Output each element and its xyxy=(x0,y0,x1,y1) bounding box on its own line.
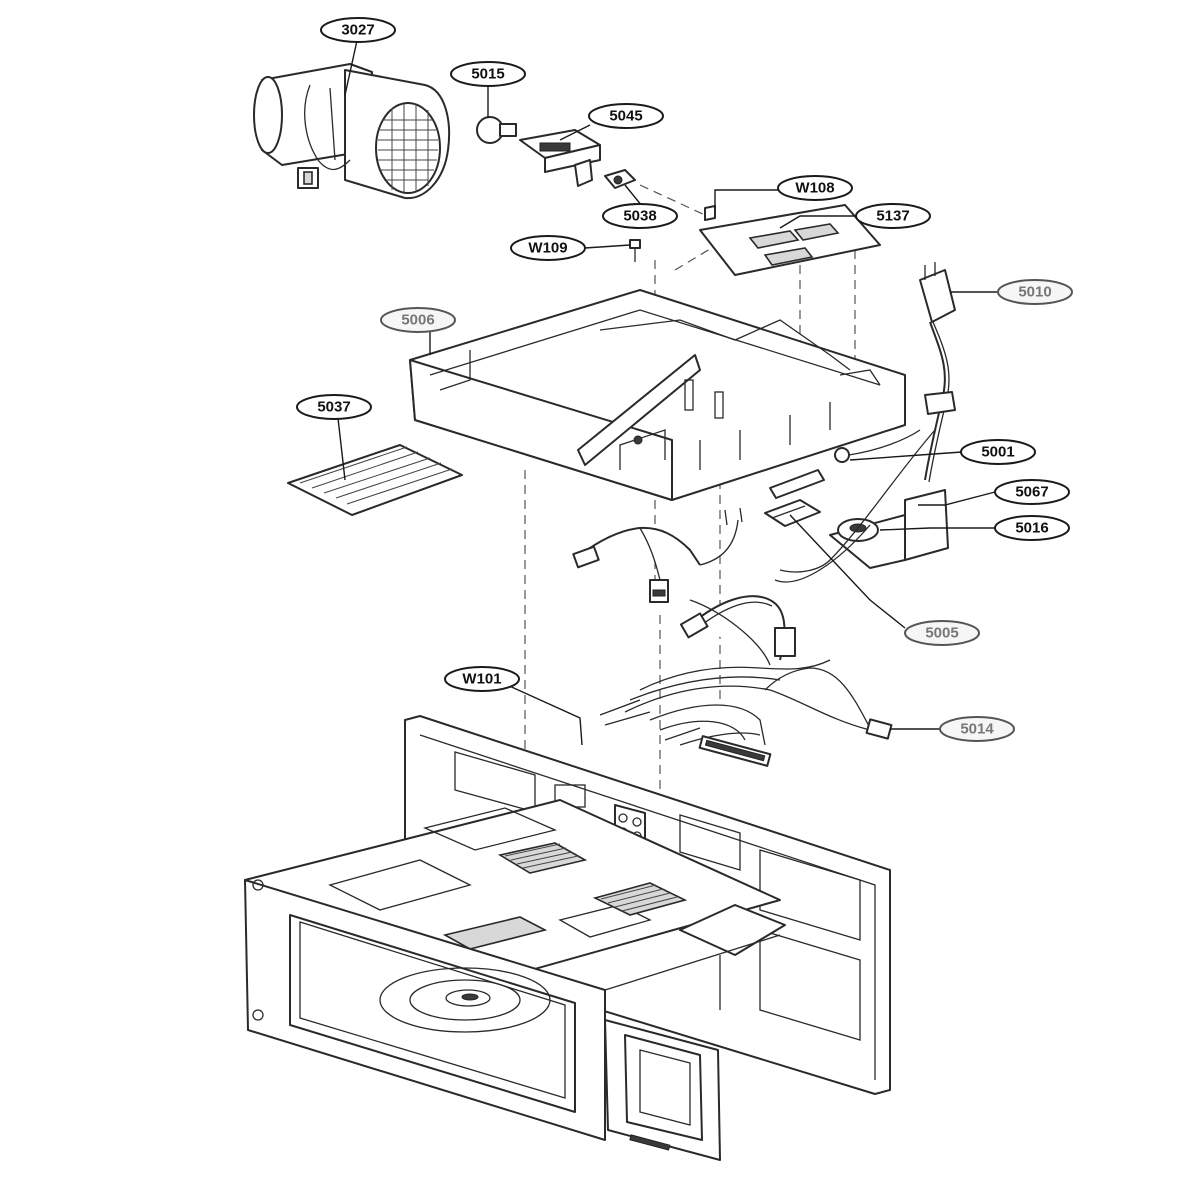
screw-w109-part xyxy=(629,239,641,262)
relay-bracket-part xyxy=(829,489,949,569)
callout-label: 5137 xyxy=(876,208,909,225)
callout-5001: 5001 xyxy=(960,439,1036,465)
callout-W109: W109 xyxy=(510,235,586,261)
callout-5015: 5015 xyxy=(450,61,526,87)
callout-5037: 5037 xyxy=(296,394,372,420)
callout-label: 5067 xyxy=(1015,484,1048,501)
callout-label: 5006 xyxy=(401,312,434,329)
screw-w108-part xyxy=(704,205,716,221)
callout-label: 5037 xyxy=(317,399,350,416)
callout-5045: 5045 xyxy=(588,103,664,129)
callout-5067: 5067 xyxy=(994,479,1070,505)
callout-label: 5010 xyxy=(1018,284,1051,301)
callout-3027: 3027 xyxy=(320,17,396,43)
callout-5010: 5010 xyxy=(997,279,1073,305)
blower-motor-part xyxy=(253,63,451,200)
callout-5016: 5016 xyxy=(994,515,1070,541)
lamp-socket-part xyxy=(519,129,601,187)
callout-label: 5014 xyxy=(960,721,994,738)
callout-label: 5005 xyxy=(925,625,958,642)
callout-label: W109 xyxy=(528,240,567,257)
callout-label: 3027 xyxy=(341,22,374,39)
callout-label: W101 xyxy=(462,671,501,688)
callout-W108: W108 xyxy=(777,175,853,201)
wire-harness-part xyxy=(572,429,936,767)
power-cord-part xyxy=(919,262,956,483)
cover-plate-part xyxy=(699,204,881,276)
callout-label: 5015 xyxy=(471,66,504,83)
callout-label: 5001 xyxy=(981,444,1014,461)
callout-5038: 5038 xyxy=(602,203,678,229)
callout-5014: 5014 xyxy=(939,716,1015,742)
lamp-bulb-part xyxy=(476,116,517,144)
callout-label: 5045 xyxy=(609,108,642,125)
fuse-part xyxy=(769,429,921,499)
callout-label: 5038 xyxy=(623,208,656,225)
air-guide-frame-part xyxy=(409,289,906,501)
leader-lines xyxy=(337,35,998,746)
callout-5137: 5137 xyxy=(855,203,931,229)
callout-5006: 5006 xyxy=(380,307,456,333)
terminal-clip-part xyxy=(764,499,821,527)
callout-label: 5016 xyxy=(1015,520,1048,537)
thermal-switch-part xyxy=(604,169,636,189)
callout-label: W108 xyxy=(795,180,834,197)
oven-cavity-part xyxy=(244,715,891,1161)
callout-5005: 5005 xyxy=(904,620,980,646)
callout-W101: W101 xyxy=(444,666,520,692)
grease-filter-part xyxy=(287,444,463,516)
